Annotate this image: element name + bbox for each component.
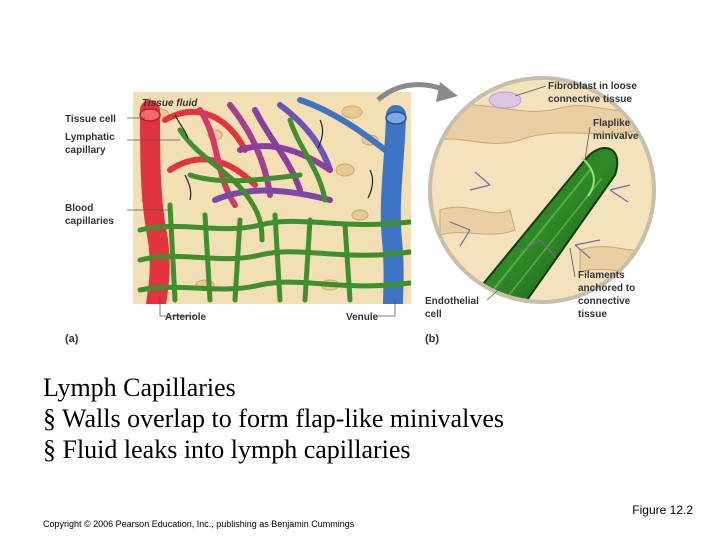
panel-b-illustration [428, 76, 656, 304]
label-fibroblast-line1: Fibroblast in loose [548, 81, 637, 92]
lymphatic-network [137, 117, 411, 303]
panel-a-letter: (a) [65, 333, 79, 345]
label-filaments-line4: tissue [578, 309, 607, 320]
label-filaments-line1: Filaments [578, 270, 625, 281]
caption-title: Lymph Capillaries [43, 373, 236, 402]
panel-b-letter: (b) [425, 333, 439, 345]
label-fibroblast-line2: connective tissue [548, 94, 632, 105]
label-endothelial-line2: cell [425, 309, 442, 320]
flaplike-minivalve [581, 157, 595, 197]
label-blood-capillaries-line2: capillaries [65, 216, 114, 227]
label-endothelial-line1: Endothelial [425, 296, 479, 307]
label-arteriole: Arteriole [165, 312, 207, 323]
venule-vessel [380, 105, 406, 304]
label-blood-capillaries-line1: Blood [65, 203, 93, 214]
lymph-capillary-figure: Tissue cell Tissue fluid Lymphatic capil… [65, 76, 656, 345]
label-filaments-line2: anchored to [578, 283, 635, 294]
slide-caption: Lymph Capillaries § Walls overlap to for… [43, 372, 703, 465]
arteriole-vessel [140, 100, 170, 304]
label-flaplike-line2: minivalve [593, 131, 639, 142]
label-lymphatic-capillary-line2: capillary [65, 145, 106, 156]
label-venule: Venule [346, 312, 379, 323]
caption-bullet-1: § Walls overlap to form flap-like miniva… [43, 404, 504, 433]
label-lymphatic-capillary-line1: Lymphatic [65, 132, 115, 143]
label-tissue-fluid: Tissue fluid [142, 98, 198, 109]
copyright-notice: Copyright © 2006 Pearson Education, Inc.… [43, 519, 355, 529]
label-filaments-line3: connective [578, 296, 631, 307]
label-flaplike-line1: Flaplike [593, 118, 631, 129]
label-tissue-cell: Tissue cell [65, 114, 116, 125]
panel-a-illustration [133, 92, 411, 304]
figure-number: Figure 12.2 [632, 503, 693, 517]
zoom-arrow-head [436, 82, 458, 102]
caption-bullet-2: § Fluid leaks into lymph capillaries [43, 435, 411, 464]
